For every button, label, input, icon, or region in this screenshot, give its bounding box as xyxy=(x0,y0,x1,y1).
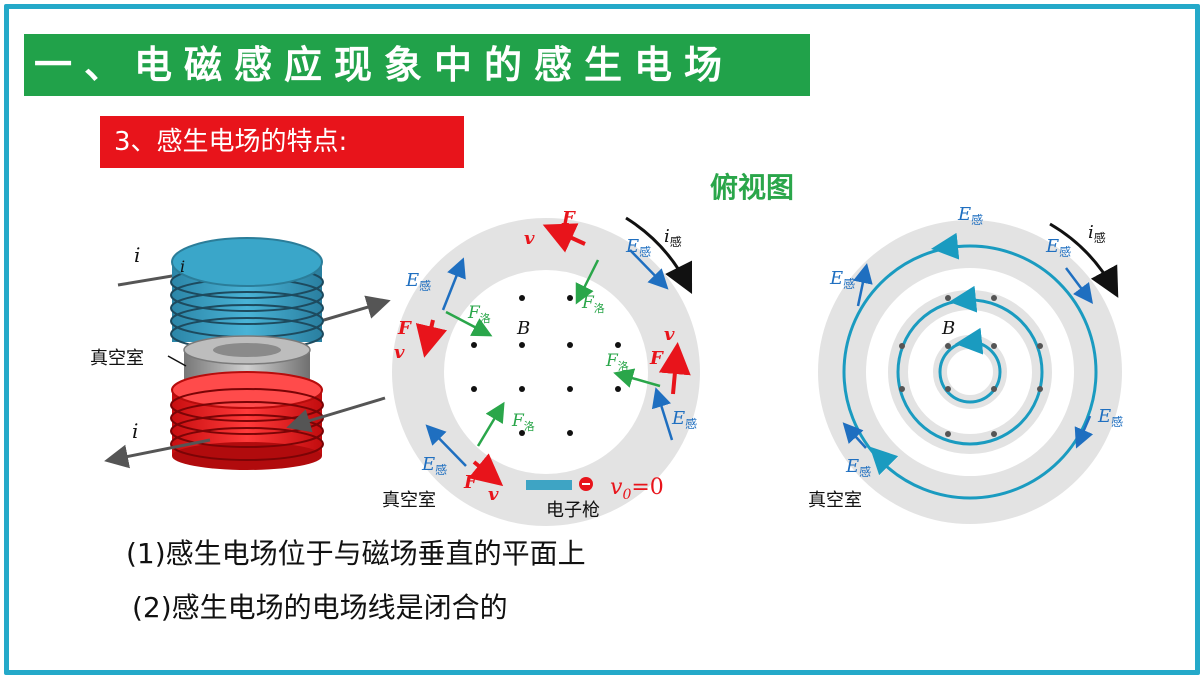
field-line-circles xyxy=(842,244,1098,500)
vacuum-chamber-label-3: 真空室 xyxy=(808,490,862,511)
slide-subtitle: 3、感生电场的特点: xyxy=(114,127,348,157)
wire-bottom-right xyxy=(286,396,386,433)
induced-current-label: i感 xyxy=(664,226,682,249)
lorentz-force-arrows xyxy=(445,259,661,447)
svg-text:v: v xyxy=(394,342,405,363)
electromagnet-illustration: i i i 真空室 xyxy=(90,237,391,470)
top-view-label: 俯视图 xyxy=(710,171,795,204)
svg-text:F洛: F洛 xyxy=(581,293,605,315)
svg-text:E感: E感 xyxy=(1045,236,1071,259)
current-label-bottom: i xyxy=(132,419,138,443)
right-induced-current-label: i感 xyxy=(1088,222,1106,245)
svg-text:F: F xyxy=(649,348,664,369)
electric-force-arrows xyxy=(415,223,691,487)
svg-text:E感: E感 xyxy=(829,268,855,291)
right-magnetic-field-label: B xyxy=(941,318,955,339)
wire-bottom-left xyxy=(104,438,211,469)
svg-text:F: F xyxy=(561,208,576,229)
svg-text:E感: E感 xyxy=(421,454,447,477)
point-1: (1)感生电场位于与磁场垂直的平面上 xyxy=(126,537,586,570)
closed-field-lines-diagram: B E感 E感 E感 E感 E感 i感 真空室 xyxy=(808,204,1123,524)
vacuum-chamber-label-2: 真空室 xyxy=(382,490,436,511)
svg-text:v: v xyxy=(664,324,675,345)
svg-text:F洛: F洛 xyxy=(467,303,491,325)
svg-text:F洛: F洛 xyxy=(605,351,629,373)
svg-text:F: F xyxy=(397,318,412,339)
svg-text:F: F xyxy=(463,472,478,493)
magnetic-field-label: B xyxy=(516,318,530,339)
svg-text:F洛: F洛 xyxy=(511,411,535,433)
field-line-arrows xyxy=(869,232,984,476)
point-2: (2)感生电场的电场线是闭合的 xyxy=(132,591,508,624)
svg-text:v: v xyxy=(524,228,535,249)
vacuum-chamber-leader xyxy=(167,355,187,367)
lorentz-labels: F洛 F洛 F洛 F洛 xyxy=(467,293,629,433)
current-label-inner: i xyxy=(180,257,185,276)
induced-current-arc xyxy=(625,216,693,295)
outer-gray-ring xyxy=(818,220,1122,524)
svg-text:E感: E感 xyxy=(405,270,431,293)
blue-coil-top xyxy=(171,237,323,287)
right-induced-current-arc xyxy=(1049,222,1119,298)
magnetic-field-dots xyxy=(471,295,621,436)
E-labels: E感 E感 E感 E感 xyxy=(405,236,697,477)
right-E-labels: E感 E感 E感 E感 E感 xyxy=(829,204,1123,479)
svg-text:E感: E感 xyxy=(957,204,983,227)
F-v-labels: F v F v F v F v xyxy=(394,208,675,505)
electron-gun-label: 电子枪 xyxy=(546,500,600,521)
svg-text:E感: E感 xyxy=(845,456,871,479)
svg-text:E感: E感 xyxy=(625,236,651,259)
initial-velocity-label: v0=0 xyxy=(610,475,664,503)
induced-field-arrows xyxy=(425,249,674,467)
right-E-arrows xyxy=(842,263,1094,449)
svg-text:v: v xyxy=(488,484,499,505)
subtitle-bar xyxy=(100,116,464,168)
field-line-dots xyxy=(899,295,1043,437)
electron-gun xyxy=(526,480,572,490)
vacuum-ring xyxy=(392,218,700,526)
svg-text:E感: E感 xyxy=(671,408,697,431)
slide-title: 一、电磁感应现象中的感生电场 xyxy=(34,43,735,87)
title-bar xyxy=(24,34,810,96)
current-label-top: i xyxy=(134,243,140,267)
svg-text:E感: E感 xyxy=(1097,406,1123,429)
top-view-force-diagram: B E感 E感 E感 E感 F v F v F v F xyxy=(382,208,700,526)
vacuum-chamber-label: 真空室 xyxy=(90,348,144,369)
